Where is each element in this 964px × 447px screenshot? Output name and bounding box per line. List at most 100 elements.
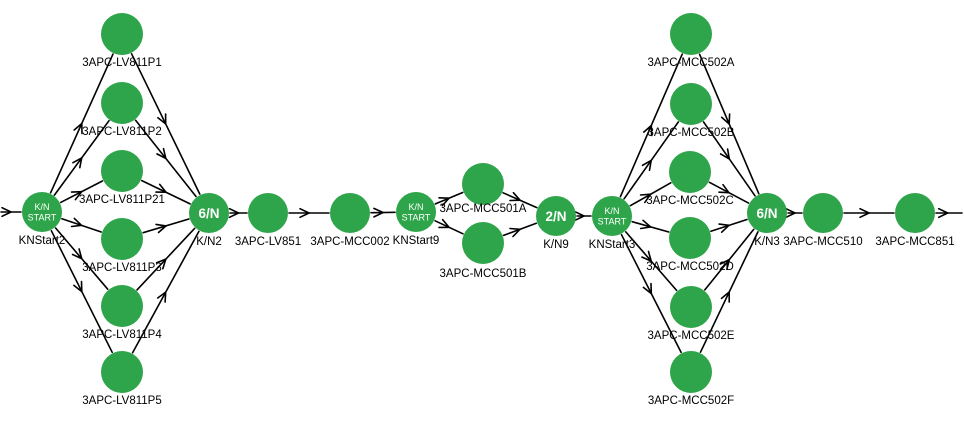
start-gate-text: K/N xyxy=(408,202,423,212)
node-circle-kn9[interactable] xyxy=(536,196,576,236)
node-label: K/N2 xyxy=(196,236,222,248)
start-gate-text: START xyxy=(28,213,57,223)
arrowhead-icon xyxy=(719,148,731,160)
node-circle-start2[interactable] xyxy=(22,192,62,232)
node-3APC-LV851: 3APC-LV851 xyxy=(235,193,301,248)
node-circle-m851[interactable] xyxy=(895,193,935,233)
arrowhead-icon xyxy=(574,210,585,222)
start-gate-text: K/N xyxy=(34,202,49,212)
arrowhead-icon xyxy=(70,217,83,228)
arrowhead-icon xyxy=(373,207,384,218)
node-3APC-MCC002: 3APC-MCC002 xyxy=(310,193,390,248)
node-3APC-LV811P5: 3APC-LV811P5 xyxy=(82,351,162,407)
node-circle-start9[interactable] xyxy=(396,192,436,232)
node-K/N2: 6/N K/N2 xyxy=(189,193,229,248)
node-circle-d502[interactable] xyxy=(669,217,711,259)
arrowhead-icon xyxy=(718,223,730,233)
node-label: 3APC-MCC851 xyxy=(875,236,954,248)
arrowhead-icon xyxy=(438,218,450,229)
node-label: 3APC-MCC502E xyxy=(648,330,735,342)
node-circle-p2[interactable] xyxy=(101,82,143,124)
arrowhead-icon xyxy=(228,207,240,219)
node-3APC-MCC502C: 3APC-MCC502C xyxy=(646,151,734,207)
node-circle-b502[interactable] xyxy=(670,83,712,125)
arrowhead-icon xyxy=(859,207,870,219)
arrowhead-icon xyxy=(71,248,83,260)
node-label: 3APC-LV851 xyxy=(235,236,301,248)
node-circle-m501a[interactable] xyxy=(462,163,504,205)
arrowhead-icon xyxy=(299,207,310,219)
node-label: 3APC-MCC002 xyxy=(310,236,389,248)
start-gate-text: START xyxy=(402,213,431,223)
arrowhead-icon xyxy=(785,207,796,219)
node-circle-e502[interactable] xyxy=(670,286,712,328)
node-circle-kn2[interactable] xyxy=(189,193,229,233)
node-circle-m510[interactable] xyxy=(803,193,843,233)
arrowhead-icon xyxy=(70,190,83,201)
arrowhead-icon xyxy=(719,258,731,271)
node-circle-c502[interactable] xyxy=(669,151,711,193)
node-label: K/N9 xyxy=(543,239,569,251)
node-3APC-LV811P2: 3APC-LV811P2 xyxy=(82,82,162,138)
node-3APC-LV811P1: 3APC-LV811P1 xyxy=(82,13,162,69)
node-3APC-MCC501A: 3APC-MCC501A xyxy=(440,163,527,215)
node-label: 3APC-LV811P5 xyxy=(82,395,161,407)
arrowhead-icon xyxy=(155,258,167,270)
arrowhead-icon xyxy=(155,223,167,234)
node-circle-f502[interactable] xyxy=(670,351,712,393)
arrowhead-icon xyxy=(73,280,83,293)
node-circle-a502[interactable] xyxy=(670,13,712,55)
edges-layer xyxy=(0,52,963,354)
node-3APC-MCC501B: 3APC-MCC501B xyxy=(440,222,527,280)
node-label: 3APC-MCC502A xyxy=(648,57,735,69)
node-circle-mcc002[interactable] xyxy=(330,193,370,233)
node-label: 3APC-MCC501B xyxy=(440,268,527,280)
node-label: 3APC-MCC501A xyxy=(440,203,527,215)
arrowhead-icon xyxy=(509,191,521,202)
node-circle-p21[interactable] xyxy=(101,150,143,192)
arrowhead-icon xyxy=(73,122,83,135)
node-label: KNStart2 xyxy=(19,235,66,247)
node-3APC-MCC851: 3APC-MCC851 xyxy=(875,193,955,248)
arrowhead-icon xyxy=(1,206,12,218)
node-label: K/N3 xyxy=(754,236,780,248)
arrowhead-icon xyxy=(639,193,652,204)
vote-gate-text: 6/N xyxy=(198,206,219,221)
node-label: 3APC-MCC502F xyxy=(648,395,734,407)
arrowhead-icon xyxy=(156,291,167,303)
arrowhead-icon xyxy=(72,157,83,169)
node-K/N3: 6/N K/N3 xyxy=(747,193,787,248)
arrowhead-icon xyxy=(642,282,653,295)
node-circle-kn3[interactable] xyxy=(747,193,787,233)
nodes-layer: K/NSTARTKNStart23APC-LV811P13APC-LV811P2… xyxy=(19,13,955,407)
node-circle-p1[interactable] xyxy=(101,13,143,55)
node-circle-start3[interactable] xyxy=(592,196,632,236)
node-label: 3APC-LV811P21 xyxy=(79,194,165,206)
node-3APC-LV811P4: 3APC-LV811P4 xyxy=(82,285,162,341)
node-K/N9: 2/N K/N9 xyxy=(536,196,576,251)
start-gate-text: START xyxy=(598,217,627,227)
arrowhead-icon xyxy=(720,291,731,303)
node-3APC-MCC502D: 3APC-MCC502D xyxy=(646,217,734,273)
node-circle-p3[interactable] xyxy=(101,218,143,260)
node-label: 3APC-MCC502C xyxy=(646,195,734,207)
node-circle-lv851[interactable] xyxy=(248,193,288,233)
node-3APC-LV811P3: 3APC-LV811P3 xyxy=(82,218,162,274)
node-label: KNStart9 xyxy=(393,235,440,247)
arrowhead-icon xyxy=(641,250,653,262)
arrowhead-icon xyxy=(156,147,167,160)
arrowhead-icon xyxy=(720,113,731,125)
node-3APC-MCC502E: 3APC-MCC502E xyxy=(648,286,735,342)
vote-gate-text: 2/N xyxy=(545,209,566,224)
node-circle-p4[interactable] xyxy=(101,285,143,327)
node-label: 3APC-LV811P3 xyxy=(82,262,161,274)
arrowhead-icon xyxy=(642,124,653,137)
vote-gate-text: 6/N xyxy=(756,206,777,221)
node-circle-p5[interactable] xyxy=(101,351,143,393)
node-circle-m501b[interactable] xyxy=(462,222,504,264)
